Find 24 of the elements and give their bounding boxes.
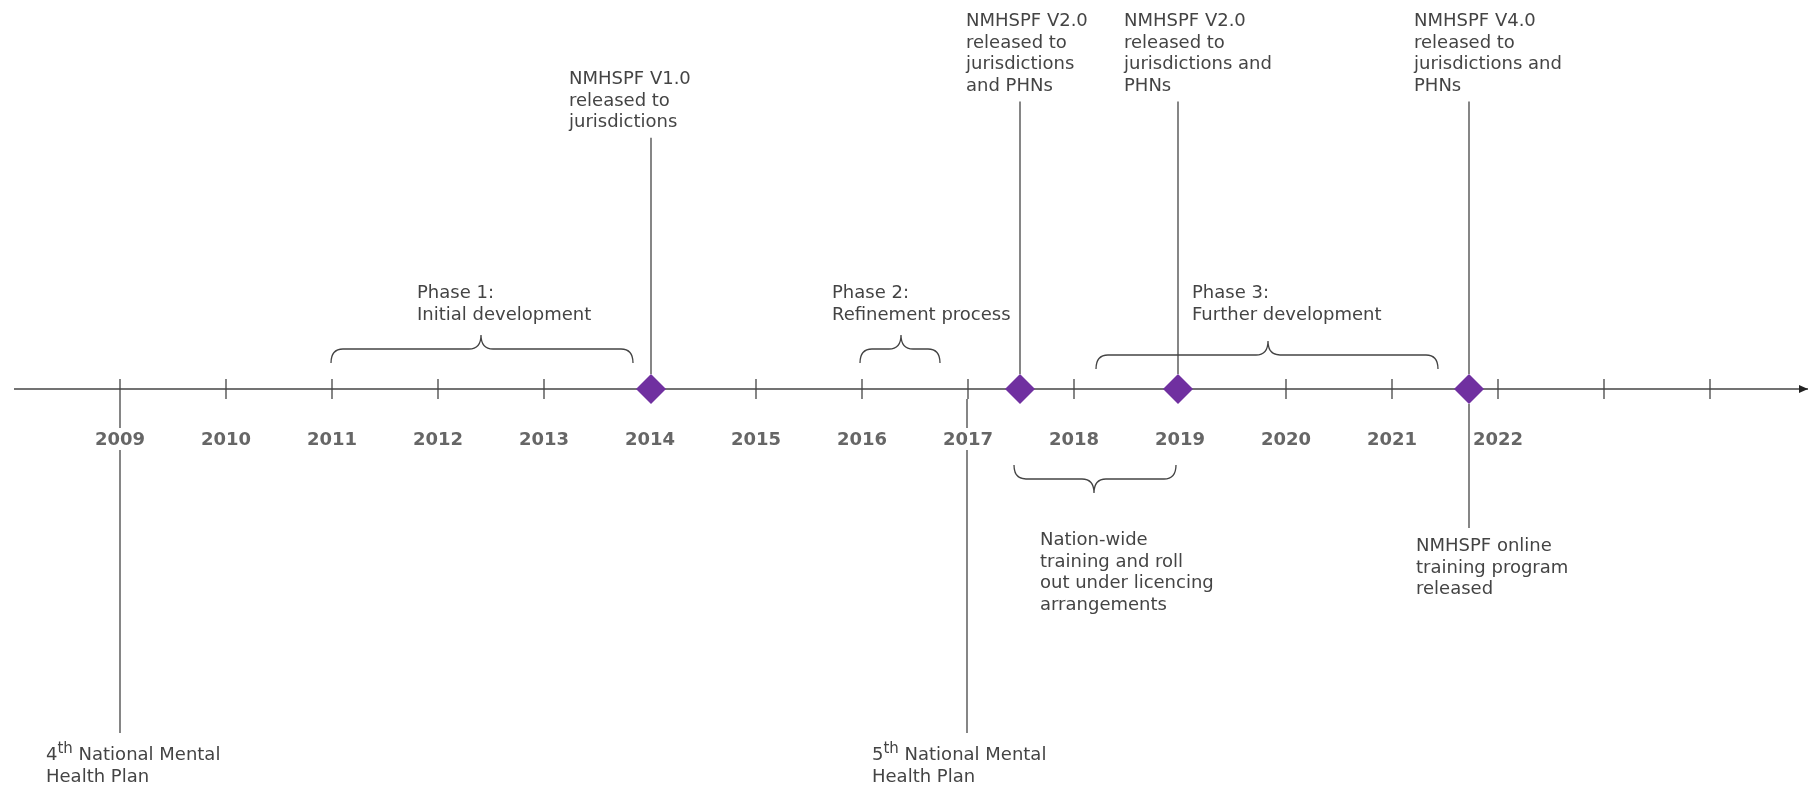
leader-line [1177, 100, 1179, 375]
milestone-text: NMHSPF online training program released [1416, 534, 1596, 599]
year-label: 2017 [942, 428, 994, 450]
leader-line [1468, 403, 1470, 529]
bracket-note: Nation-wide training and roll out under licencing arrangements [1040, 528, 1215, 615]
year-label: 2009 [94, 428, 146, 450]
milestone-text: NMHSPF V4.0 released to jurisdictions and PHNs [1414, 9, 1564, 96]
phase-label: Phase 2: Refinement process [832, 281, 1012, 325]
milestone-text: 4$^{th}$ National Mental Health Plan [46, 739, 246, 787]
milestone-diamond [1005, 374, 1035, 404]
milestone-text: NMHSPF V1.0 released to jurisdictions [569, 67, 719, 132]
milestone-diamond [1454, 374, 1484, 404]
leader-line [1019, 100, 1021, 375]
leader-line [966, 398, 968, 734]
milestone-text: NMHSPF V2.0 released to jurisdictions and PHNs [966, 9, 1106, 96]
leader-line [119, 398, 121, 734]
phase-label: Phase 3: Further development [1192, 281, 1383, 325]
milestone-diamond [1163, 374, 1193, 404]
milestone-diamond [636, 374, 666, 404]
milestone-text: NMHSPF V2.0 released to jurisdictions and PHNs [1124, 9, 1274, 96]
phase-label: Phase 1: Initial development [417, 281, 593, 325]
milestone-text: 5$^{th}$ National Mental Health Plan [872, 739, 1072, 787]
leader-line [650, 137, 652, 375]
leader-line [1468, 100, 1470, 375]
